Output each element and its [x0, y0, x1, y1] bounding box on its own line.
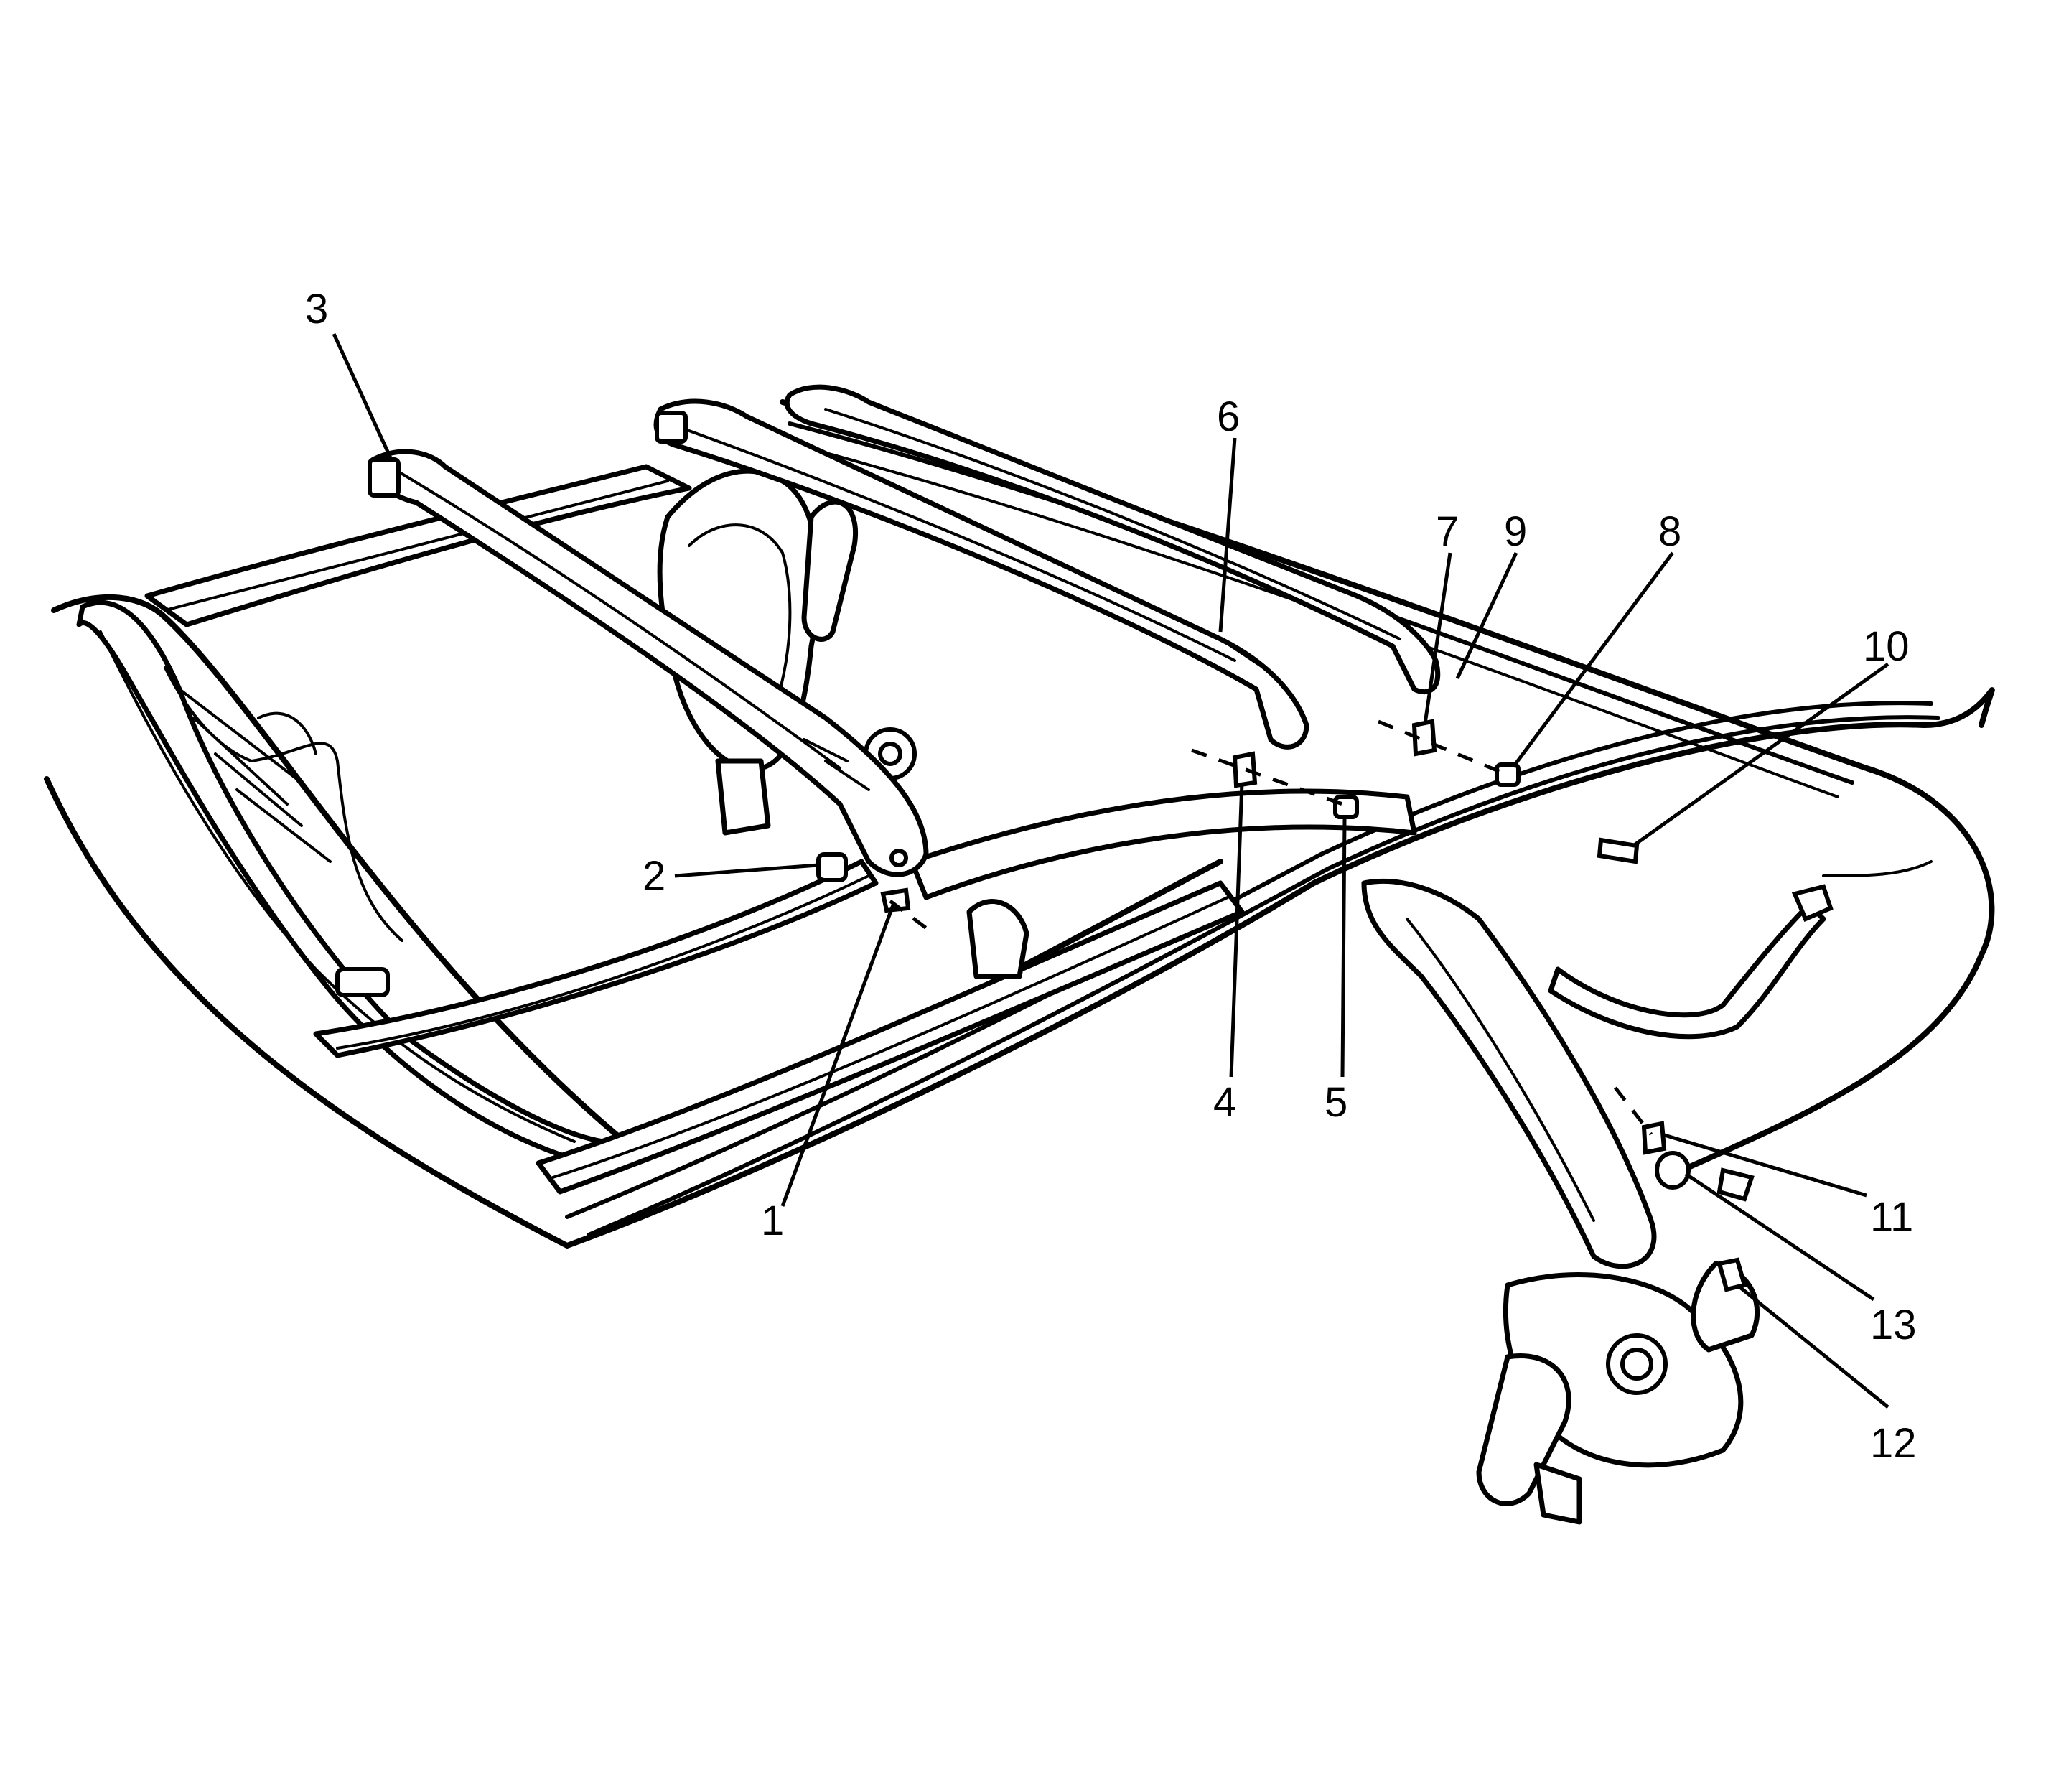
bracket-4 [1232, 751, 1258, 788]
callout-labels: 1 2 3 4 5 6 7 8 9 10 11 12 13 [305, 286, 1917, 1467]
bracket-11 [1641, 1121, 1667, 1155]
callout-2: 2 [643, 853, 665, 900]
callout-7: 7 [1436, 508, 1459, 555]
middle-bow-6 [653, 398, 1309, 750]
body-outline [44, 399, 1995, 1249]
alignment-lines [889, 719, 1653, 1136]
left-side-rail [144, 464, 1417, 1195]
callout-13: 13 [1870, 1302, 1917, 1348]
callout-6: 6 [1217, 393, 1240, 440]
callout-4: 4 [1213, 1079, 1236, 1126]
bracket-1 [880, 887, 911, 913]
front-bow-3 [368, 449, 929, 877]
bolt-12 [1716, 1257, 1747, 1292]
callout-1: 1 [761, 1198, 784, 1244]
rear-bow [784, 384, 1441, 695]
callout-5: 5 [1325, 1079, 1347, 1126]
callout-11: 11 [1870, 1194, 1913, 1241]
nut-5 [1333, 795, 1359, 819]
rear-linkage-arm [1361, 879, 1760, 1525]
nut-2 [816, 852, 848, 882]
bushing-13 [1655, 1151, 1691, 1190]
front-header-frame [76, 599, 606, 1166]
right-cable-tube [1548, 860, 1933, 1040]
nut-8 [1495, 762, 1521, 787]
callout-12: 12 [1870, 1420, 1917, 1467]
leader-lines [332, 332, 1889, 1409]
bolt-10 [1597, 837, 1640, 864]
callout-9: 9 [1504, 508, 1527, 555]
callout-10: 10 [1863, 623, 1910, 670]
hardware [816, 719, 1755, 1292]
callout-8: 8 [1658, 508, 1681, 555]
callout-3: 3 [305, 286, 328, 332]
